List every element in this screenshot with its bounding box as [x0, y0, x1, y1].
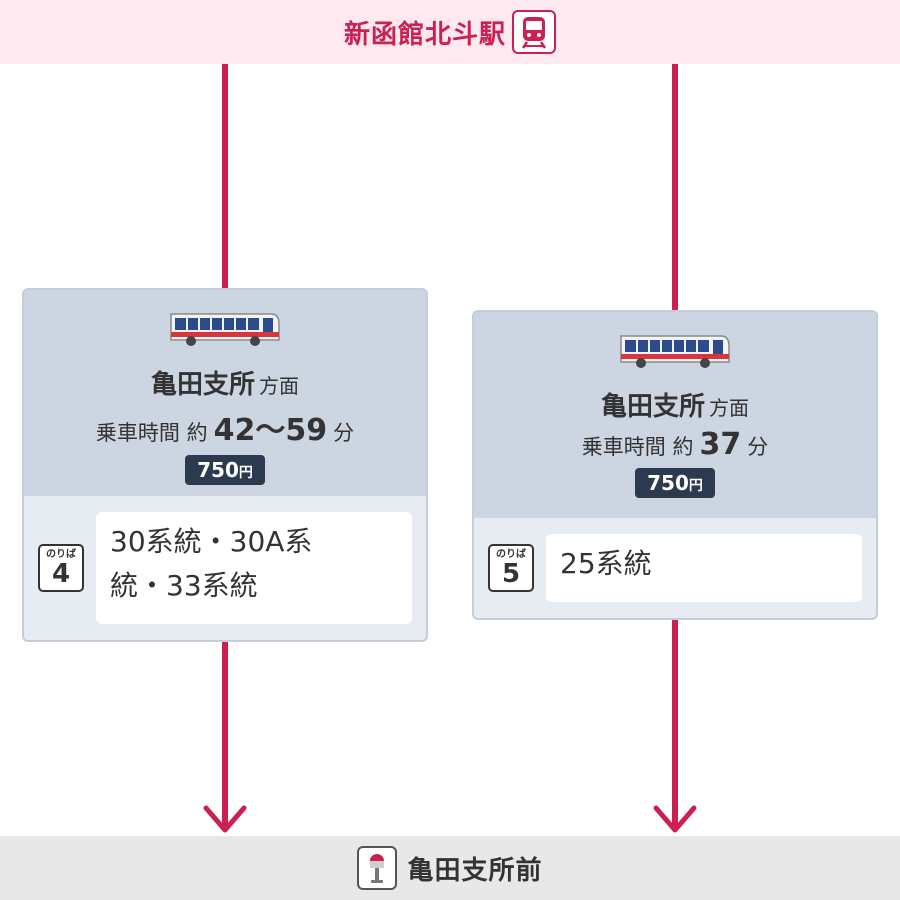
noriba-badge: のりば 5	[488, 544, 534, 592]
fare-unit: 円	[688, 478, 703, 494]
route-line-left-lower	[222, 642, 228, 830]
noriba-label: のりば	[46, 549, 76, 560]
fare-value: 750	[647, 471, 689, 495]
route-systems: 25系統	[546, 534, 862, 602]
ride-time-value: 37	[699, 427, 742, 462]
route-detail: のりば 5 25系統	[474, 518, 876, 618]
fare-value: 750	[197, 458, 239, 482]
destination-footer: 亀田支所前	[0, 836, 900, 900]
arrow-down-icon	[653, 805, 697, 833]
fare-badge: 750円	[635, 468, 715, 498]
destination-stop-name: 亀田支所前	[407, 855, 543, 886]
route-line-right-upper	[672, 64, 678, 310]
approx-label: 約	[672, 435, 694, 459]
noriba-badge: のりば 4	[38, 544, 84, 592]
destination-label: 亀田支所方面	[24, 364, 426, 401]
bus-stop-icon	[357, 846, 398, 890]
direction-suffix: 方面	[259, 374, 299, 398]
direction-suffix: 方面	[709, 396, 749, 420]
approx-label: 約	[186, 421, 208, 445]
route-line-left-upper	[222, 64, 228, 288]
route-detail: のりば 4 30系統・30A系 統・33系統	[24, 496, 426, 640]
fare-badge: 750円	[185, 455, 265, 485]
origin-station-name: 新函館北斗駅	[343, 19, 506, 50]
route-systems-line: 25系統	[560, 547, 652, 580]
bus-icon	[170, 313, 280, 346]
route-systems-line: 統・33系統	[110, 569, 258, 602]
ride-time-label: 乗車時間	[581, 435, 666, 459]
ride-time-value: 42〜59	[213, 413, 328, 448]
direction-name: 亀田支所	[150, 370, 255, 400]
direction-name: 亀田支所	[600, 392, 705, 422]
fare-unit: 円	[238, 465, 253, 481]
ride-time-label: 乗車時間	[95, 421, 180, 445]
ride-time-unit: 分	[747, 435, 769, 459]
noriba-label: のりば	[496, 549, 526, 560]
route-line-right-lower	[672, 620, 678, 830]
noriba-number: 4	[51, 559, 71, 589]
destination-label: 亀田支所方面	[474, 386, 876, 423]
noriba-number: 5	[501, 559, 521, 589]
train-icon	[512, 10, 556, 54]
origin-header: 新函館北斗駅	[0, 0, 900, 64]
arrow-down-icon	[203, 805, 247, 833]
bus-icon	[620, 335, 730, 368]
route-systems-line: 30系統・30A系	[110, 525, 313, 558]
ride-time-unit: 分	[333, 421, 355, 445]
route-systems: 30系統・30A系 統・33系統	[96, 512, 412, 624]
